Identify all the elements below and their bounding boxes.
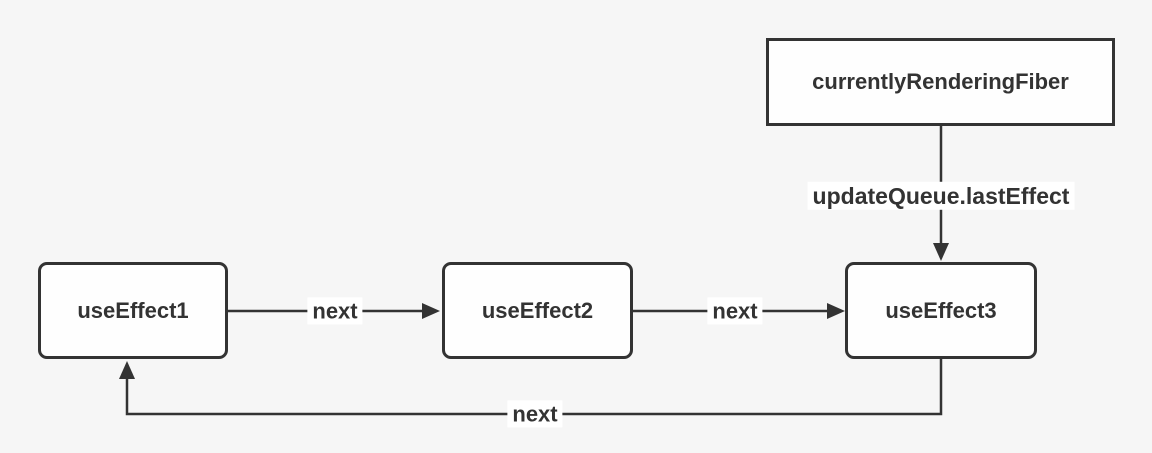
node-use-effect-2-label: useEffect2: [481, 297, 594, 323]
node-use-effect-3: useEffect3: [845, 262, 1037, 359]
edge-label-next-1-2: next: [307, 297, 363, 325]
node-currently-rendering-fiber-label: currentlyRenderingFiber: [812, 69, 1069, 94]
node-use-effect-1: useEffect1: [38, 262, 228, 359]
node-use-effect-3-label: useEffect3: [885, 297, 997, 323]
edge-lastEffect-arrowhead-down-icon: [933, 243, 949, 261]
node-use-effect-2: useEffect2: [442, 262, 633, 359]
edge-label-next-2-3: next: [707, 297, 763, 325]
edge-label-update-queue-last-effect: updateQueue.lastEffect: [807, 181, 1075, 211]
edge-next2-arrowhead-right-icon: [827, 303, 845, 319]
edge-next-loop-arrowhead-up-icon: [119, 361, 135, 379]
node-use-effect-1-label: useEffect1: [77, 297, 189, 323]
edge-label-next-3-1: next: [507, 400, 563, 428]
node-currently-rendering-fiber: currentlyRenderingFiber: [766, 38, 1115, 126]
edge-next1-arrowhead-right-icon: [422, 303, 440, 319]
